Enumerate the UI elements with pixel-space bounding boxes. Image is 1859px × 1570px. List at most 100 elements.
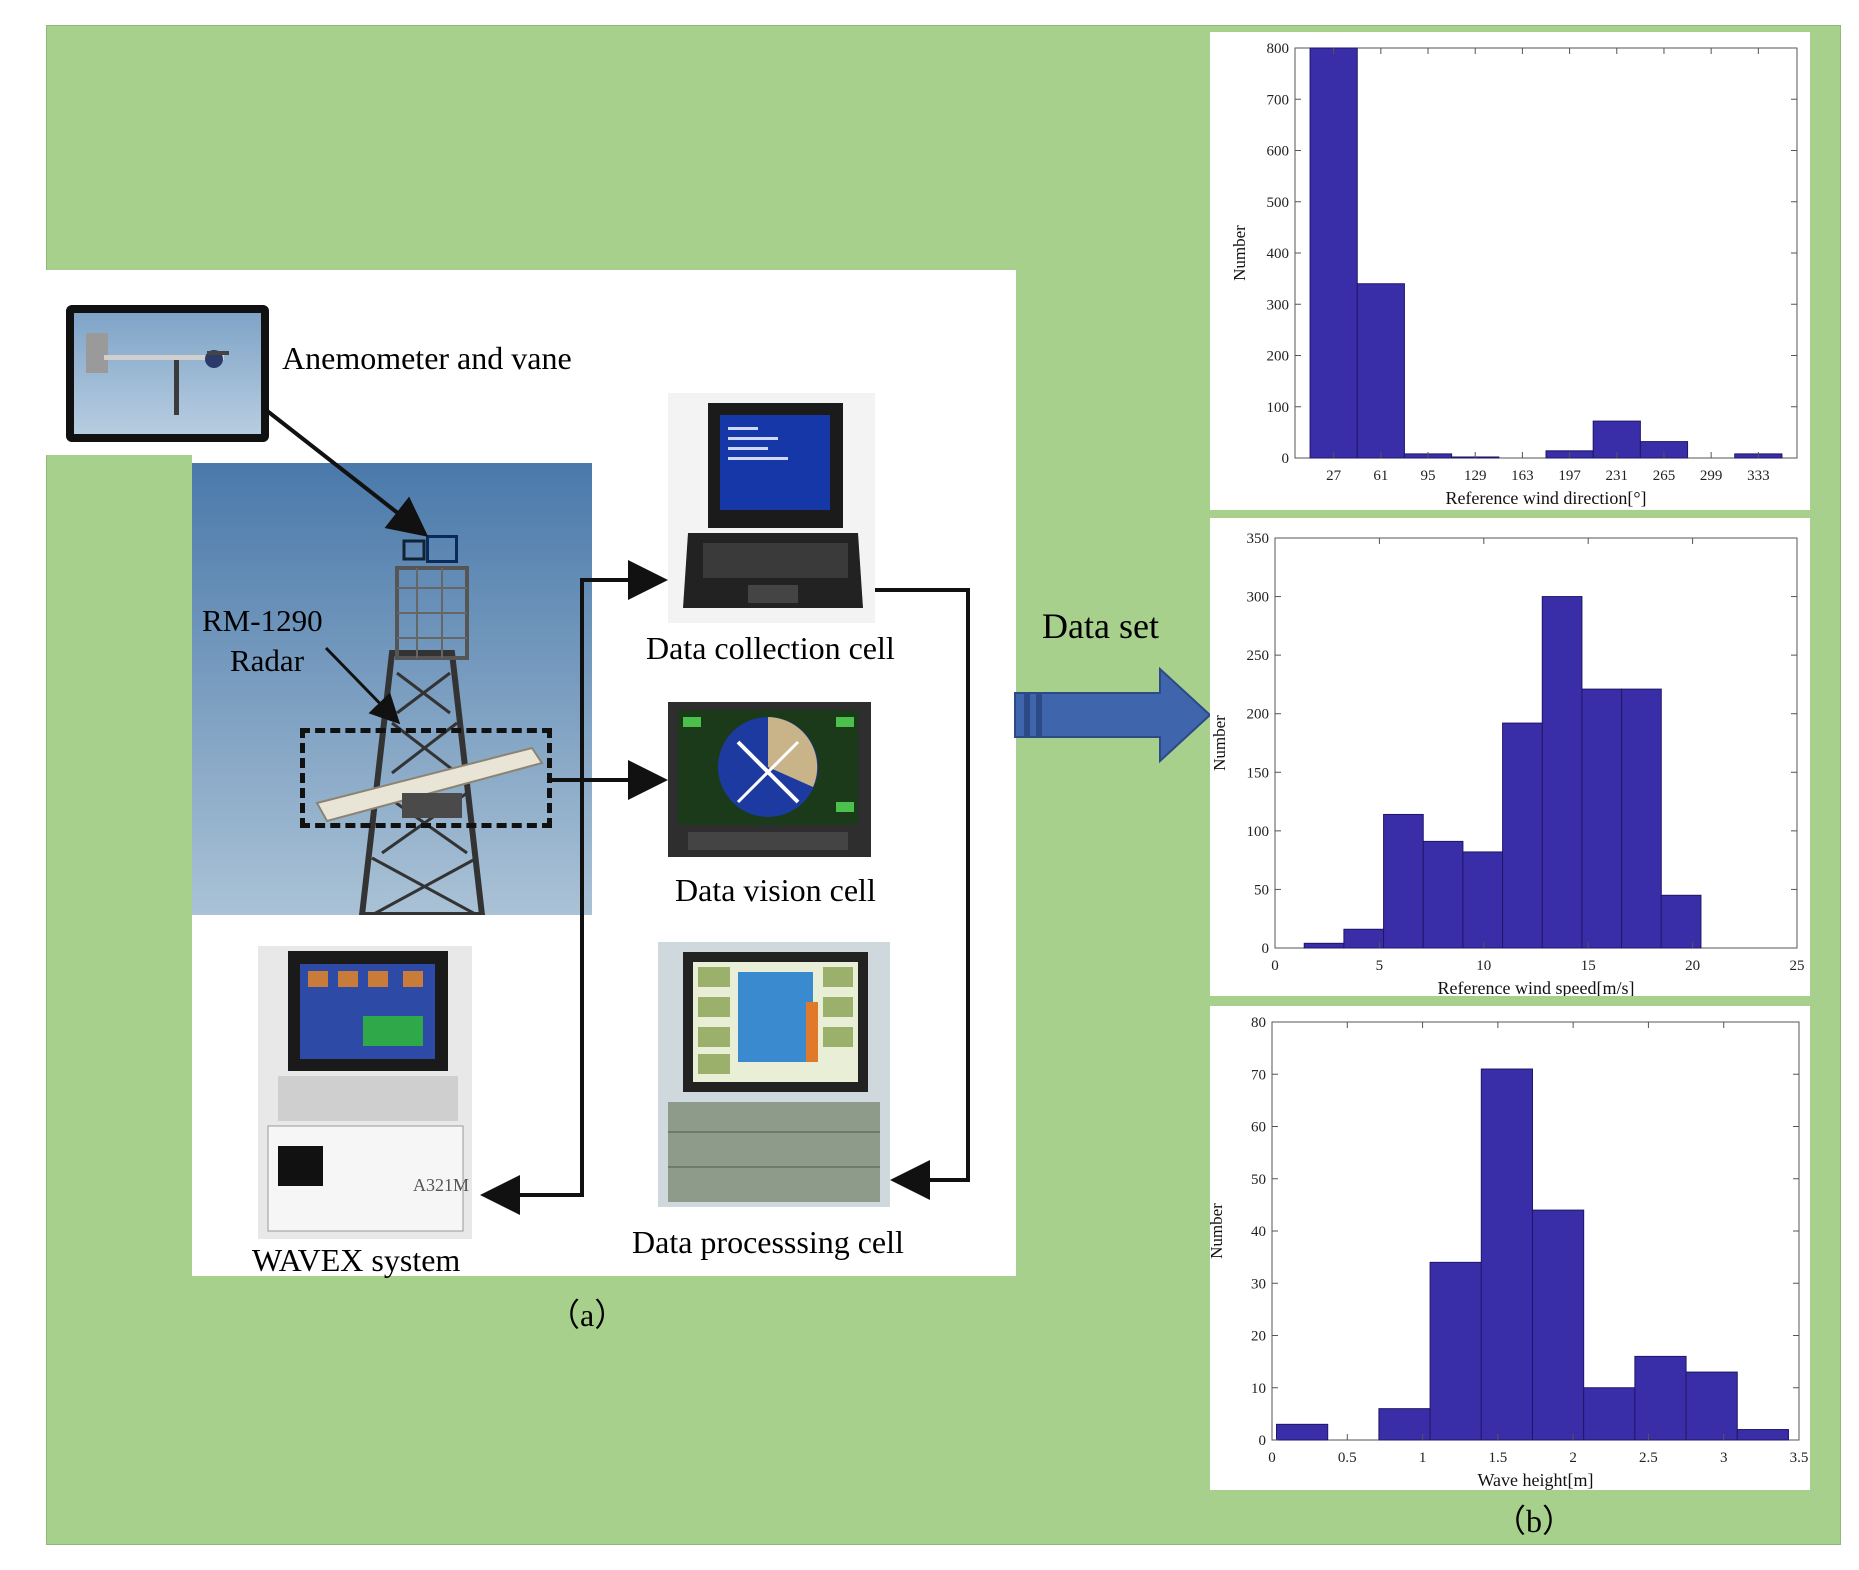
- y-tick-label: 0: [1259, 1433, 1267, 1449]
- arrow-radar-label-to-antenna: [324, 646, 401, 725]
- y-tick-label: 250: [1247, 648, 1270, 664]
- x-tick-label: 0: [1268, 1450, 1276, 1466]
- y-tick-label: 50: [1251, 1172, 1266, 1188]
- histogram-bar: [1531, 1209, 1585, 1441]
- histogram-bar: [1356, 283, 1405, 459]
- histogram-bar: [1378, 1408, 1431, 1441]
- y-tick-label: 100: [1267, 400, 1290, 416]
- arrow-to-collection: [580, 560, 668, 1195]
- histogram-bar: [1429, 1261, 1482, 1441]
- x-tick-label: 61: [1373, 468, 1388, 484]
- x-axis-label: Reference wind speed[m/s]: [1438, 978, 1635, 996]
- data-collection-label: Data collection cell: [646, 630, 895, 666]
- x-tick-label: 27: [1326, 468, 1342, 484]
- y-tick-label: 10: [1251, 1381, 1266, 1397]
- y-tick-label: 100: [1247, 824, 1270, 840]
- x-tick-label: 15: [1581, 958, 1596, 974]
- histogram-bar: [1383, 813, 1424, 949]
- y-tick-label: 350: [1247, 531, 1270, 547]
- x-tick-label: 333: [1747, 468, 1770, 484]
- y-axis-label: Number: [1210, 1203, 1226, 1259]
- y-tick-label: 70: [1251, 1067, 1266, 1083]
- x-tick-label: 10: [1476, 958, 1491, 974]
- x-tick-label: 231: [1606, 468, 1629, 484]
- histogram-bar: [1309, 47, 1358, 459]
- histogram-bar: [1660, 894, 1702, 949]
- histogram-bar: [1634, 1355, 1687, 1441]
- histogram-bar: [1621, 688, 1662, 949]
- x-tick-label: 163: [1511, 468, 1534, 484]
- radar-dashed-box: [300, 728, 552, 828]
- y-tick-label: 0: [1262, 941, 1270, 957]
- anemometer-label: Anemometer and vane: [282, 340, 572, 376]
- x-tick-label: 129: [1464, 468, 1487, 484]
- x-tick-label: 265: [1653, 468, 1676, 484]
- data-collection-photo: [668, 393, 875, 623]
- x-tick-label: 197: [1558, 468, 1581, 484]
- panel-b-label: （b）: [1494, 1503, 1575, 1539]
- y-tick-label: 200: [1247, 707, 1270, 723]
- y-tick-label: 500: [1267, 195, 1290, 211]
- histogram-bar: [1592, 420, 1641, 459]
- data-vision-photo: [668, 702, 871, 857]
- y-tick-label: 700: [1267, 92, 1290, 108]
- data-vision-label: Data vision cell: [675, 872, 876, 908]
- anemometer-location-box: [426, 535, 458, 563]
- x-tick-label: 0.5: [1338, 1450, 1357, 1466]
- x-tick-label: 5: [1376, 958, 1384, 974]
- y-tick-label: 800: [1267, 41, 1290, 57]
- histogram-bar: [1736, 1429, 1789, 1441]
- arrow-collection-to-processing: [875, 588, 970, 1200]
- histogram-bar: [1541, 596, 1583, 949]
- x-tick-label: 25: [1790, 958, 1805, 974]
- histogram-bar: [1276, 1423, 1329, 1441]
- y-axis-label: Number: [1230, 225, 1249, 281]
- arrow-to-wavex: [480, 1175, 584, 1215]
- histogram-bar: [1303, 942, 1345, 949]
- x-tick-label: 2.5: [1639, 1450, 1658, 1466]
- histogram-bar: [1462, 851, 1504, 949]
- x-axis-label: Reference wind direction[°]: [1445, 488, 1646, 508]
- y-tick-label: 30: [1251, 1276, 1266, 1292]
- y-tick-label: 300: [1267, 297, 1290, 313]
- histogram-bar: [1502, 722, 1543, 949]
- y-tick-label: 150: [1247, 765, 1270, 781]
- wavex-system-photo: A321M: [258, 946, 472, 1239]
- panel-a-label: （a）: [548, 1297, 627, 1333]
- histogram-bar: [1422, 840, 1464, 949]
- data-set-arrow-icon: [1014, 666, 1210, 764]
- x-tick-label: 95: [1421, 468, 1436, 484]
- y-axis-label: Number: [1210, 715, 1229, 771]
- radar-label-line2: Radar: [230, 643, 305, 678]
- y-tick-label: 40: [1251, 1224, 1266, 1240]
- x-tick-label: 299: [1700, 468, 1723, 484]
- y-tick-label: 600: [1267, 144, 1290, 160]
- histogram-bar: [1343, 928, 1385, 949]
- radar-label-line1: RM-1290: [202, 603, 323, 638]
- wavex-device-text: A321M: [413, 1175, 469, 1195]
- histogram-bar: [1581, 688, 1623, 949]
- data-processing-label: Data processsing cell: [632, 1224, 904, 1260]
- x-tick-label: 1.5: [1488, 1450, 1507, 1466]
- y-tick-label: 200: [1267, 349, 1290, 365]
- wavex-label: WAVEX system: [252, 1242, 461, 1278]
- data-processing-photo: [658, 942, 890, 1207]
- x-tick-label: 3: [1720, 1450, 1728, 1466]
- x-tick-label: 1: [1419, 1450, 1427, 1466]
- y-tick-label: 300: [1247, 590, 1270, 606]
- radar-tower-photo: [192, 463, 592, 918]
- x-tick-label: 20: [1685, 958, 1700, 974]
- y-tick-label: 50: [1254, 882, 1269, 898]
- y-tick-label: 20: [1251, 1329, 1266, 1345]
- histogram-bar: [1583, 1387, 1636, 1441]
- arrow-anemometer-to-tower: [264, 408, 429, 537]
- y-tick-label: 60: [1251, 1120, 1266, 1136]
- y-tick-label: 400: [1267, 246, 1290, 262]
- x-axis-label: Wave height[m]: [1477, 1470, 1593, 1490]
- y-tick-label: 80: [1251, 1015, 1266, 1031]
